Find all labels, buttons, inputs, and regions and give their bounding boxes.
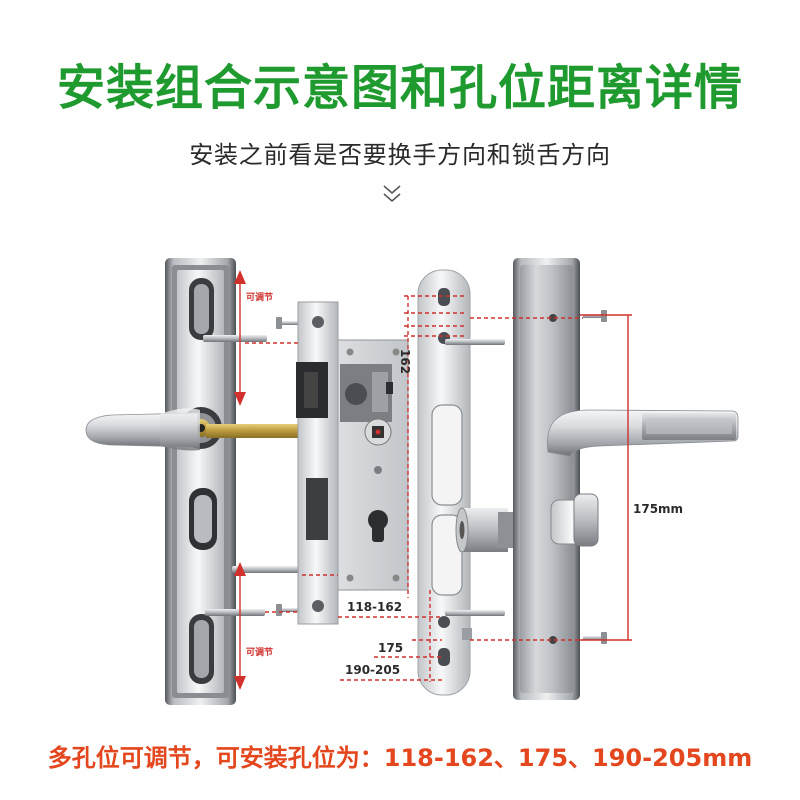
dimension-label-175: 175	[378, 641, 403, 655]
dimension-label-190-205: 190-205	[345, 663, 400, 677]
top-mounting-slot	[189, 278, 214, 340]
right-handle-plate	[513, 258, 599, 700]
adjustable-label-top: 可调节	[246, 291, 273, 303]
square-spindle	[206, 424, 302, 438]
spindle-hole	[364, 418, 392, 446]
left-screws	[276, 317, 305, 616]
deadbolt-opening	[306, 478, 328, 540]
dimension-label-162: 162	[398, 349, 412, 374]
hole-spacing-caption: 多孔位可调节，可安装孔位为：118-162、175、190-205mm	[47, 744, 753, 772]
adjustable-arrow-bottom: 可调节	[234, 562, 273, 690]
page-title: 安装组合示意图和孔位距离详情	[56, 60, 743, 116]
right-screws	[583, 310, 607, 644]
adjustable-label-bottom: 可调节	[246, 646, 273, 658]
left-mounting-posts	[203, 335, 302, 616]
dimension-guides	[245, 295, 632, 682]
left-handle-plate	[165, 258, 236, 705]
lock-cylinder	[455, 507, 514, 553]
left-lever-handle	[85, 408, 200, 451]
double-chevron-down-icon	[383, 185, 401, 202]
dimension-label-118-162: 118-162	[347, 600, 402, 614]
keyhole	[368, 510, 388, 542]
latch-opening	[431, 404, 463, 506]
mortise-lock-body	[296, 301, 409, 625]
thumb-turn	[550, 493, 599, 547]
adjustable-arrow-top: 可调节	[234, 270, 273, 406]
cylinder-slot	[189, 488, 217, 550]
page-subtitle: 安装之前看是否要换手方向和锁舌方向	[189, 141, 611, 169]
dimension-label-175mm: 175mm	[633, 502, 683, 516]
bottom-mounting-slot	[189, 614, 214, 684]
strike-plate	[417, 269, 472, 696]
lock-mechanism	[340, 364, 393, 422]
right-lever-handle	[546, 409, 739, 457]
strike-screws	[445, 339, 505, 616]
deadbolt-strike-opening	[431, 514, 463, 596]
